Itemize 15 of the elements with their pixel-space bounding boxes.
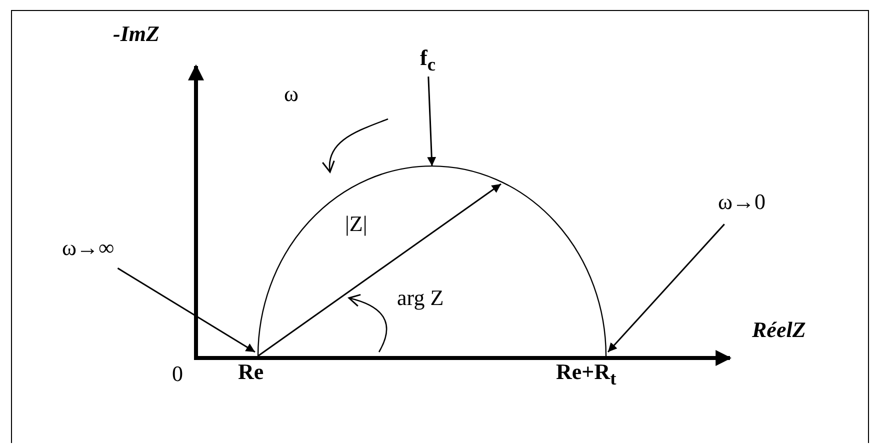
axis-label: -ImZ	[113, 22, 160, 46]
angle-label: arg Z	[397, 286, 444, 310]
magnitude-label: |Z|	[345, 212, 368, 236]
arrow	[117, 268, 256, 353]
annotation-text: ω→∞	[58, 232, 118, 268]
arrow	[427, 76, 436, 166]
origin-label: 0	[172, 362, 183, 386]
omega-label: ω	[284, 82, 298, 106]
axis-label: RéelZ	[752, 318, 806, 342]
point-label: Re	[238, 360, 264, 384]
point-label: Re+R$_{t}$	[556, 360, 616, 389]
annotation-text: ω→0	[714, 186, 770, 224]
annotation-text: f$_{c}$	[416, 44, 440, 77]
arrow	[607, 224, 725, 352]
semicircle-curve	[257, 166, 607, 356]
